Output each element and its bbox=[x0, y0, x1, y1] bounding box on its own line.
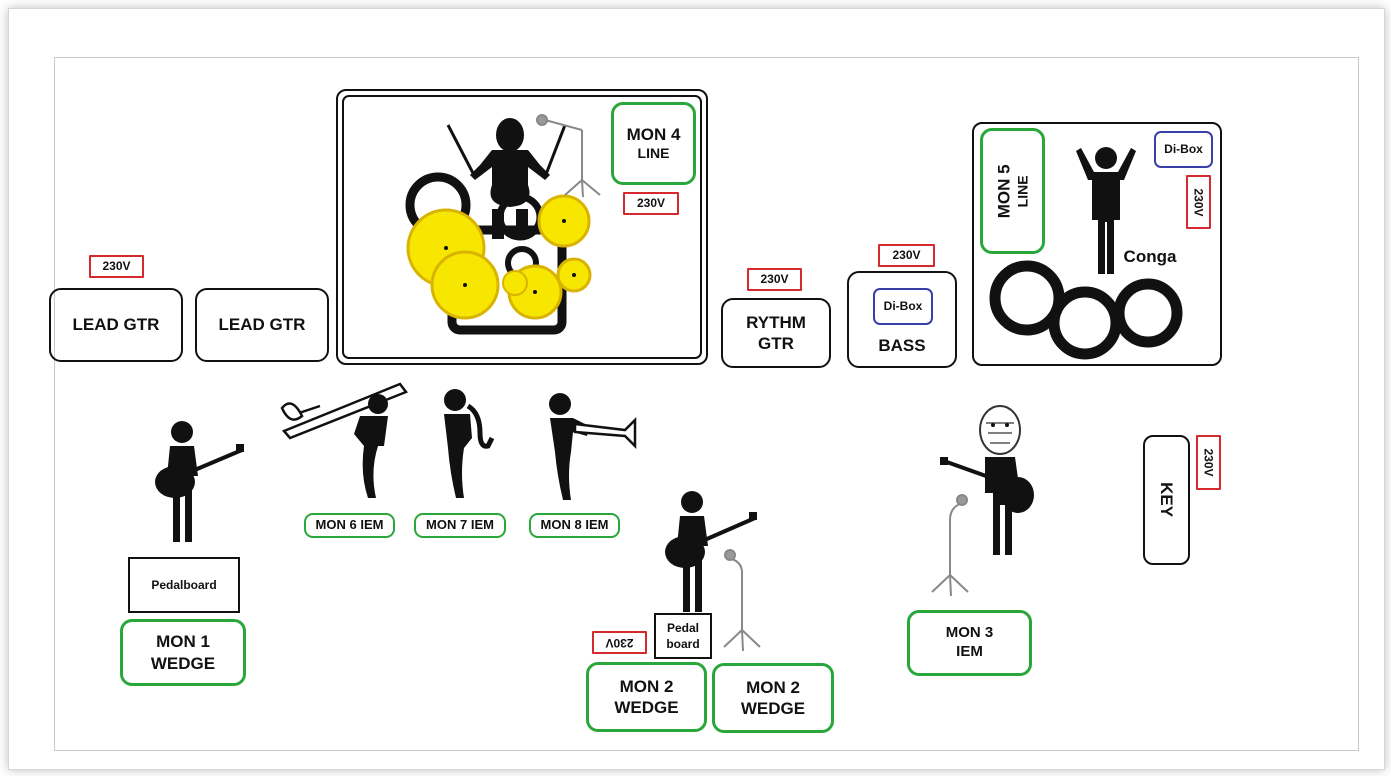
amp-key: KEY bbox=[1143, 435, 1190, 565]
drum-riser bbox=[336, 89, 708, 365]
mic-stand-icon bbox=[536, 114, 601, 198]
power-center: 230V bbox=[592, 631, 647, 654]
monitor-mon7: MON 7 IEM bbox=[414, 513, 506, 538]
conga-player-icon bbox=[1076, 147, 1136, 274]
amp-bass: BASS bbox=[847, 271, 957, 368]
monitor-mon5-sublabel: LINE bbox=[1014, 175, 1031, 207]
amp-bass-label: BASS bbox=[878, 335, 926, 355]
dibox-percussion: Di-Box bbox=[1154, 131, 1213, 168]
monitor-mon2a: MON 2 WEDGE bbox=[586, 662, 707, 732]
monitor-mon5: MON 5 LINE bbox=[980, 128, 1045, 254]
conga-drums-icon bbox=[989, 260, 1183, 360]
guitarist-icon bbox=[665, 491, 757, 612]
dibox-bass: Di-Box bbox=[873, 288, 933, 325]
percussion-riser bbox=[972, 122, 1222, 366]
amp-lead-gtr-1: LEAD GTR bbox=[49, 288, 183, 362]
power-key: 230V bbox=[1196, 435, 1221, 490]
pedalboard-center: Pedal board bbox=[654, 613, 712, 659]
monitor-mon3: MON 3 IEM bbox=[907, 610, 1032, 676]
monitor-mon2b: MON 2 WEDGE bbox=[712, 663, 834, 733]
power-drums: 230V bbox=[623, 192, 679, 215]
power-bass: 230V bbox=[878, 244, 935, 267]
amp-lead-gtr-2: LEAD GTR bbox=[195, 288, 329, 362]
monitor-mon5-label: MON 5 bbox=[994, 164, 1014, 218]
trumpet-player-icon bbox=[549, 393, 637, 500]
monitor-mon8: MON 8 IEM bbox=[529, 513, 620, 538]
conga-label: Conga bbox=[1123, 247, 1177, 267]
drum-kit-icon bbox=[405, 114, 601, 335]
amp-rythm-gtr: RYTHM GTR bbox=[721, 298, 831, 368]
monitor-mon6: MON 6 IEM bbox=[304, 513, 395, 538]
pedalboard-left: Pedalboard bbox=[128, 557, 240, 613]
trombone-player-icon bbox=[280, 382, 408, 498]
mic-stand-icon bbox=[723, 549, 761, 652]
power-rythm-gtr: 230V bbox=[747, 268, 802, 291]
monitor-mon1: MON 1 WEDGE bbox=[120, 619, 246, 686]
sax-player-icon bbox=[444, 389, 495, 498]
guitarist-icon bbox=[155, 421, 244, 542]
monitor-mon4-sublabel: LINE bbox=[637, 145, 670, 162]
power-percussion: 230V bbox=[1186, 175, 1211, 229]
drum-riser-inner bbox=[342, 95, 702, 359]
monitor-mon4: MON 4 LINE bbox=[611, 102, 696, 185]
monitor-mon4-label: MON 4 bbox=[626, 125, 681, 145]
mic-stand-icon bbox=[931, 494, 969, 597]
wookiee-guitarist-icon bbox=[940, 405, 1034, 555]
power-lead-gtr: 230V bbox=[89, 255, 144, 278]
